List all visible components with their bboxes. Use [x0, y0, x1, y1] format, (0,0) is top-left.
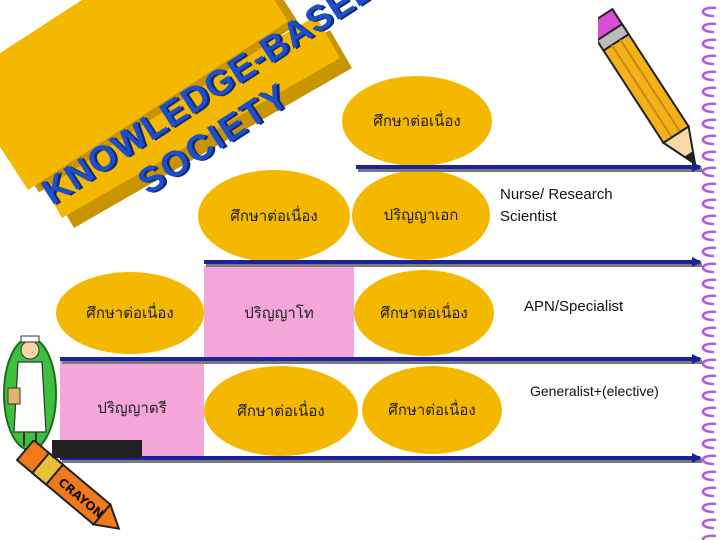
row2-left-ellipse: ศึกษาต่อเนื่อง	[56, 272, 204, 354]
row3-right-ellipse: ศึกษาต่อเนื่อง	[362, 366, 502, 454]
crayon-icon: CRAYON	[15, 440, 142, 530]
spiral-ring	[701, 406, 717, 418]
side-label-2: APN/Specialist	[524, 296, 623, 318]
side-label-3-text: Generalist+(elective)	[530, 383, 659, 399]
top-ellipse: ศึกษาต่อเนื่อง	[342, 76, 492, 166]
spiral-ring	[701, 534, 717, 540]
spiral-ring	[701, 182, 717, 194]
row2-left-ellipse-label: ศึกษาต่อเนื่อง	[86, 304, 174, 322]
spiral-ring	[701, 502, 717, 514]
spiral-ring	[701, 230, 717, 242]
arrow-level-1	[204, 257, 702, 267]
spiral-ring	[701, 470, 717, 482]
row3-right-ellipse-label: ศึกษาต่อเนื่อง	[388, 401, 476, 419]
row3-mid-ellipse: ศึกษาต่อเนื่อง	[204, 366, 358, 456]
spiral-ring	[701, 518, 717, 530]
row1-ellipse-left-label: ศึกษาต่อเนื่อง	[230, 207, 318, 225]
row1-ellipse-right-label: ปริญญาเอก	[383, 206, 459, 224]
row2-mid-box-label: ปริญญาโท	[244, 304, 314, 322]
spiral-ring	[701, 262, 717, 274]
spiral-ring	[701, 310, 717, 322]
arrow-level-3	[60, 453, 702, 463]
side-label-3: Generalist+(elective)	[530, 380, 659, 402]
row2-mid-box: ปริญญาโท	[204, 266, 354, 360]
row3-mid-ellipse-label: ศึกษาต่อเนื่อง	[237, 402, 325, 420]
spiral-ring	[701, 486, 717, 498]
row2-right-ellipse: ศึกษาต่อเนื่อง	[354, 270, 494, 356]
spiral-ring	[701, 38, 717, 50]
spiral-ring	[701, 150, 717, 162]
row2-right-ellipse-label: ศึกษาต่อเนื่อง	[380, 304, 468, 322]
spiral-ring	[701, 54, 717, 66]
side-label-2-text: APN/Specialist	[524, 298, 624, 315]
arrow-level-2	[60, 354, 702, 364]
spiral-ring	[701, 134, 717, 146]
row1-ellipse-left: ศึกษาต่อเนื่อง	[198, 170, 350, 262]
spiral-ring	[701, 86, 717, 98]
spiral-ring	[701, 118, 717, 130]
spiral-ring	[701, 326, 717, 338]
spiral-ring	[701, 198, 717, 210]
spiral-ring	[701, 166, 717, 178]
knowledge-society-banner	[38, 16, 352, 228]
side-label-1-line1: Nurse/ Research	[500, 186, 613, 203]
row1-ellipse-right: ปริญญาเอก	[352, 170, 490, 260]
side-label-1-line2: Scientist	[500, 208, 557, 225]
spiral-ring	[701, 214, 717, 226]
spiral-ring	[701, 246, 717, 258]
spiral-ring	[701, 278, 717, 290]
spiral-ring	[701, 342, 717, 354]
spiral-ring	[701, 390, 717, 402]
side-label-1: Nurse/ Research Scientist	[500, 184, 613, 228]
spiral-ring	[701, 102, 717, 114]
spiral-ring	[701, 422, 717, 434]
spiral-ring	[701, 374, 717, 386]
spiral-ring	[701, 70, 717, 82]
notebook-spiral	[701, 6, 717, 540]
row3-left-box-label: ปริญญาตรี	[97, 399, 167, 417]
spiral-ring	[701, 438, 717, 450]
nurse-clipart-icon	[3, 335, 57, 451]
pencil-icon	[598, 7, 697, 167]
arrow-level-top	[356, 162, 702, 172]
top-ellipse-label: ศึกษาต่อเนื่อง	[373, 112, 461, 130]
spiral-ring	[701, 358, 717, 370]
spiral-ring	[701, 294, 717, 306]
banner-panel	[38, 16, 340, 218]
spiral-ring	[701, 6, 717, 18]
spiral-ring	[701, 454, 717, 466]
spiral-ring	[701, 22, 717, 34]
